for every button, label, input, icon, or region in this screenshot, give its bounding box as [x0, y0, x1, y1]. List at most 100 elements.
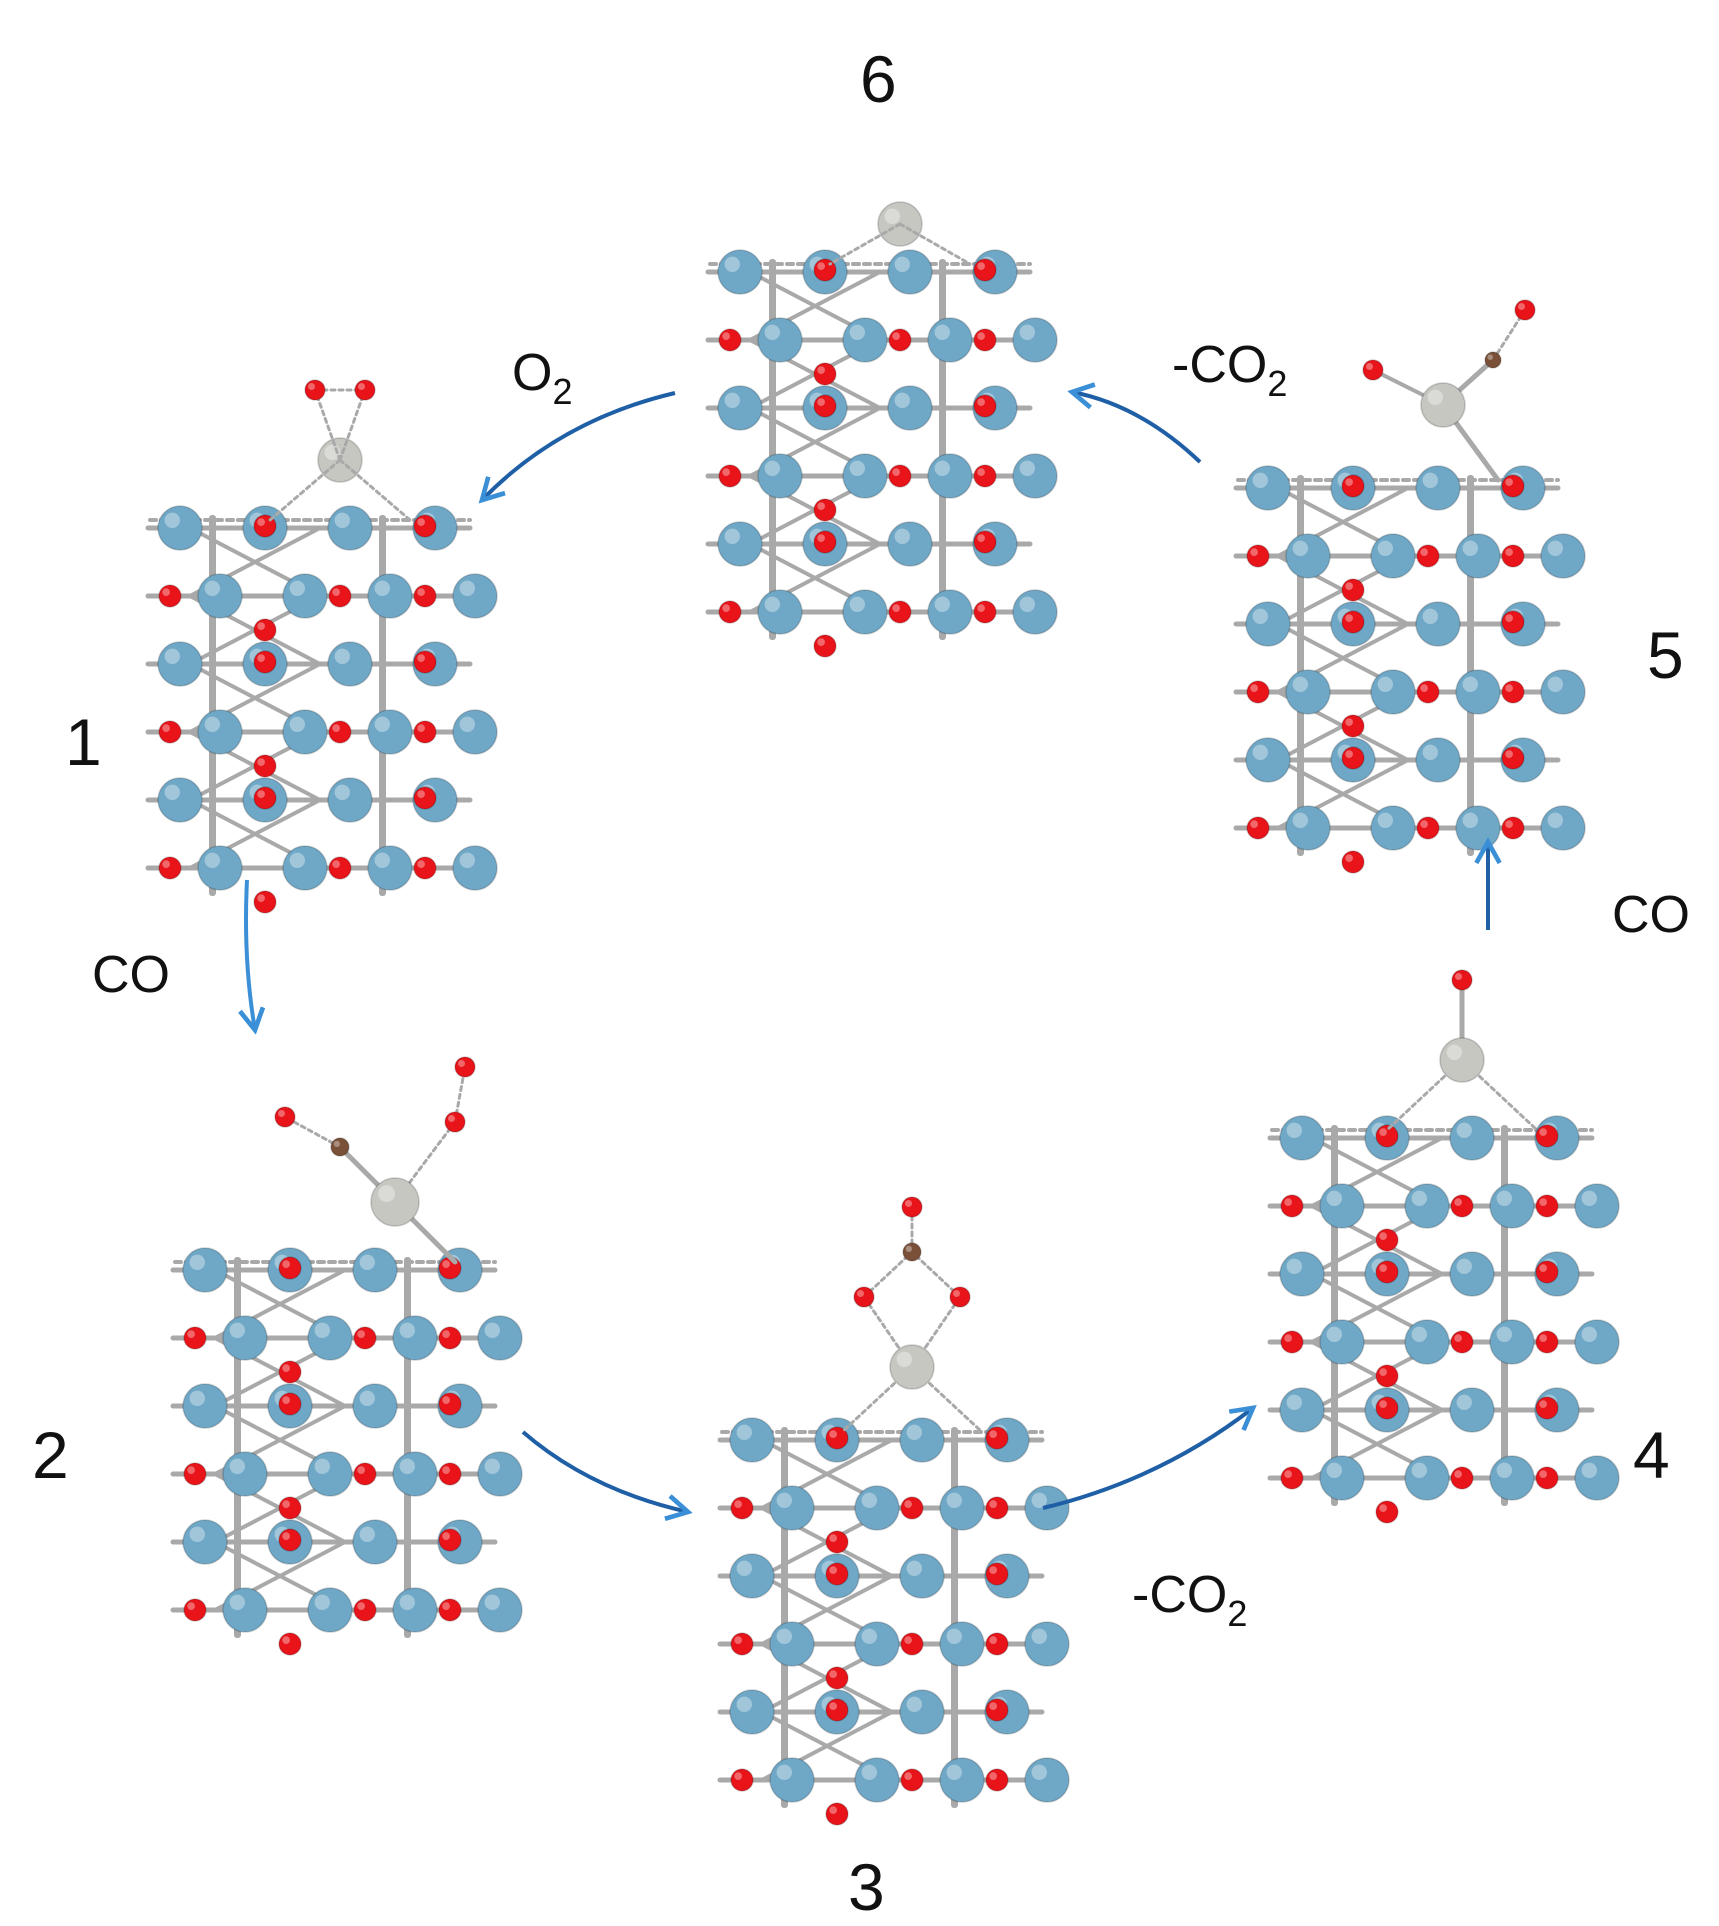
oxygen-atom-highlight — [977, 398, 986, 406]
oxygen-atom — [1451, 969, 1473, 991]
oxygen-atom — [413, 650, 437, 674]
oxygen-atom-highlight — [162, 724, 170, 733]
step-4-5-label: CO — [1612, 886, 1690, 944]
metal-atom — [1279, 1115, 1325, 1161]
oxygen-atom-highlight — [442, 1396, 450, 1404]
metal-atom — [1012, 453, 1058, 499]
metal-atom — [887, 249, 933, 295]
oxygen-atom-highlight — [417, 518, 425, 527]
bond — [338, 458, 412, 522]
oxygen-atom — [825, 1802, 849, 1826]
arrow-1-to-2 — [246, 879, 255, 1030]
oxygen-atom-highlight — [308, 383, 315, 390]
oxygen-atom — [813, 362, 837, 386]
step-3-4-label: -CO2 — [1132, 1566, 1247, 1634]
oxygen-atom — [1514, 299, 1536, 321]
oxygen-atom-highlight — [1518, 303, 1525, 310]
oxygen-atom — [438, 1528, 462, 1552]
oxygen-atom — [354, 379, 376, 401]
state-2-label: 2 — [32, 1418, 69, 1492]
metal-atom-highlight — [459, 716, 475, 732]
oxygen-atom — [438, 1326, 462, 1350]
oxygen-atom-highlight — [977, 262, 986, 270]
oxygen-atom — [183, 1598, 207, 1622]
oxygen-atom-highlight — [829, 1534, 838, 1542]
oxygen-atom-highlight — [1366, 363, 1373, 370]
oxygen-atom — [1341, 850, 1365, 874]
oxygen-atom — [1501, 610, 1525, 634]
metal-atom-highlight — [736, 1696, 752, 1713]
oxygen-atom — [278, 1392, 302, 1416]
metal-atom — [352, 1519, 398, 1565]
oxygen-atom — [1280, 1466, 1304, 1490]
step-1-2-label: CO — [92, 946, 170, 1004]
oxygen-atom-highlight — [905, 1200, 912, 1207]
oxygen-atom — [1375, 1260, 1399, 1284]
single-atom-highlight — [378, 1185, 395, 1202]
bond — [338, 388, 367, 462]
state-6-label: 6 — [860, 42, 897, 116]
metal-atom — [729, 1689, 775, 1735]
metal-atom — [1279, 1251, 1325, 1297]
oxygen-atom-highlight — [282, 1364, 290, 1372]
carbon-atom-highlight — [1487, 354, 1493, 361]
oxygen-atom — [438, 1392, 462, 1416]
state-5-structure — [1233, 299, 1586, 874]
metal-atom-highlight — [1456, 1122, 1473, 1139]
metal-atom — [1404, 1455, 1450, 1501]
metal-atom-highlight — [1377, 540, 1394, 556]
oxygen-atom-highlight — [734, 1772, 743, 1780]
step-5-6-label: -CO2 — [1172, 336, 1287, 404]
metal-atom — [282, 845, 328, 891]
oxygen-atom-highlight — [977, 534, 986, 543]
oxygen-atom-highlight — [162, 588, 170, 597]
oxygen-atom — [1246, 816, 1270, 840]
metal-atom — [307, 1315, 353, 1361]
metal-atom — [352, 1247, 398, 1293]
metal-atom-highlight — [724, 256, 740, 272]
metal-atom — [854, 1621, 900, 1667]
metal-atom — [477, 1587, 523, 1633]
metal-atom — [392, 1315, 438, 1361]
oxygen-atom-highlight — [187, 1330, 195, 1338]
metal-atom-highlight — [946, 1492, 962, 1509]
metal-atom — [927, 453, 973, 499]
metal-atom — [1370, 669, 1416, 715]
oxygen-atom-highlight — [357, 1330, 365, 1338]
oxygen-atom-highlight — [1539, 1400, 1547, 1408]
oxygen-atom — [900, 1768, 924, 1792]
metal-atom — [1285, 669, 1331, 715]
metal-atom-highlight — [724, 392, 740, 408]
metal-atom — [392, 1451, 438, 1497]
oxygen-atom — [413, 856, 437, 880]
oxygen-atom — [253, 890, 277, 914]
metal-atom-highlight — [399, 1322, 415, 1339]
oxygen-atom — [1501, 544, 1525, 568]
metal-atom-highlight — [764, 596, 780, 612]
metal-atom — [157, 505, 203, 551]
metal-atom-highlight — [1019, 596, 1035, 612]
oxygen-atom — [1341, 578, 1365, 602]
oxygen-atom — [278, 1632, 302, 1656]
oxygen-atom-highlight — [904, 1636, 913, 1644]
metal-atom — [182, 1383, 228, 1429]
oxygen-atom — [328, 720, 352, 744]
oxygen-atom — [1375, 1500, 1399, 1524]
oxygen-atom-highlight — [989, 1772, 998, 1780]
metal-atom-highlight — [1292, 540, 1309, 556]
metal-atom-highlight — [289, 580, 305, 596]
metal-atom — [1449, 1115, 1495, 1161]
metal-atom — [729, 1553, 775, 1599]
state-3-structure — [717, 1196, 1070, 1826]
oxygen-atom — [158, 720, 182, 744]
metal-atom-highlight — [1252, 472, 1269, 488]
oxygen-atom — [1375, 1228, 1399, 1252]
metal-atom — [927, 317, 973, 363]
state-2-structure — [170, 1056, 523, 1656]
metal-atom-highlight — [1031, 1628, 1048, 1645]
metal-atom — [367, 573, 413, 619]
oxygen-atom — [888, 600, 912, 624]
oxygen-atom — [985, 1496, 1009, 1520]
metal-atom — [1449, 1387, 1495, 1433]
metal-atom-highlight — [1031, 1492, 1048, 1509]
